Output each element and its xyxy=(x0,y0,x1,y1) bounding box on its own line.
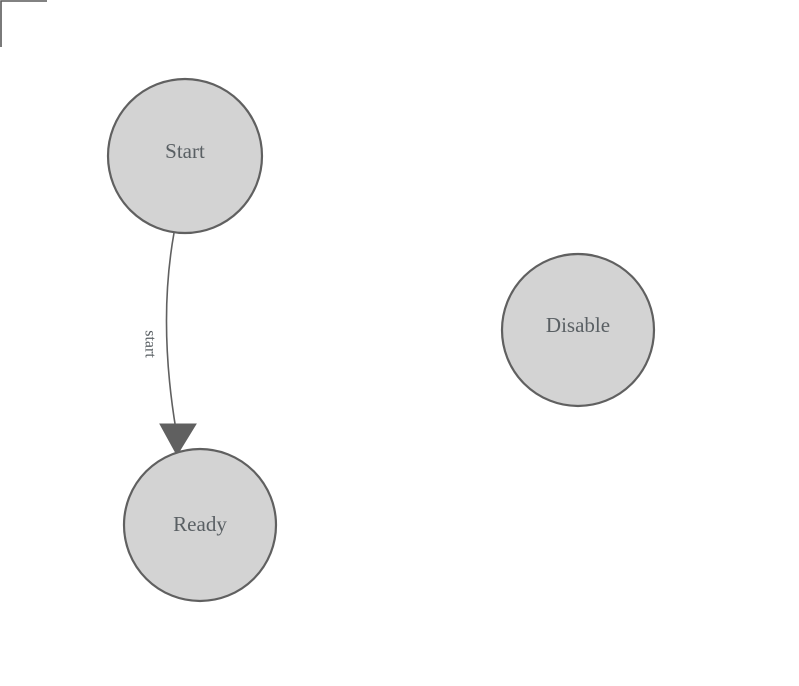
node-start-circle xyxy=(106,77,264,235)
node-ready-label: Ready xyxy=(173,512,227,536)
edge-start-to-ready[interactable]: start xyxy=(142,232,197,456)
node-disable-label: Disable xyxy=(546,313,610,337)
edge-label-start: start xyxy=(142,330,159,358)
node-start[interactable]: Start xyxy=(106,77,264,235)
canvas-corner-bracket-icon xyxy=(0,0,47,47)
node-ready-circle xyxy=(122,447,278,603)
arrowhead-icon xyxy=(159,423,197,456)
node-start-label: Start xyxy=(165,139,205,163)
edge-line xyxy=(165,232,177,431)
node-disable-circle xyxy=(500,252,656,408)
node-ready[interactable]: Ready xyxy=(122,447,278,603)
node-disable[interactable]: Disable xyxy=(500,252,656,408)
